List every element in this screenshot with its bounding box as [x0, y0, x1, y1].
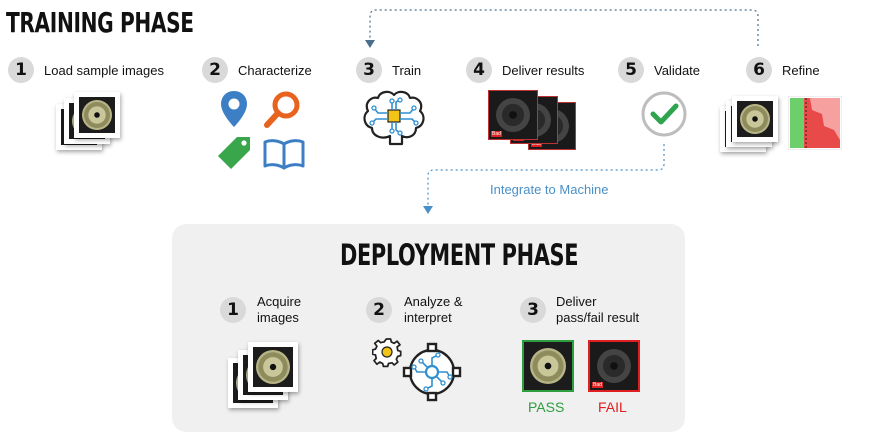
- tag-icon: [218, 137, 250, 169]
- pass-image: [522, 340, 574, 392]
- training-step-6-number: 6: [746, 57, 772, 83]
- result-images-icon: Bad Bad Bad: [488, 90, 578, 152]
- integrate-to-machine-label: Integrate to Machine: [490, 182, 609, 197]
- deployment-step-2-label-line2: interpret: [404, 310, 452, 325]
- training-step-3-number: 3: [356, 57, 382, 83]
- pass-label: PASS: [528, 399, 565, 415]
- location-pin-icon: [221, 91, 247, 127]
- refine-chart-icon: [788, 96, 842, 150]
- deployment-step-1-label-line2: images: [257, 310, 299, 325]
- deployment-step-3-label-line1: Deliver: [556, 294, 597, 309]
- training-step-3-label: Train: [392, 63, 422, 78]
- deployment-step-3-number: 3: [520, 297, 546, 323]
- deployment-step-1-label-line1: Acquire: [257, 294, 302, 309]
- training-step-2-label: Characterize: [238, 63, 312, 78]
- fail-image: Bad: [588, 340, 640, 392]
- training-step-5-number: 5: [618, 57, 644, 83]
- training-step-4-label: Deliver results: [502, 63, 585, 78]
- deployment-step-2-label-line1: Analyze &: [404, 294, 463, 309]
- training-step-2-number: 2: [202, 57, 228, 83]
- gears-circuit-icon: [372, 338, 462, 402]
- magnifier-icon: [264, 91, 300, 128]
- fail-label: FAIL: [598, 399, 627, 415]
- deployment-step-3-label-line2: pass/fail result: [556, 310, 640, 325]
- refine-loop-arrow: [365, 9, 759, 48]
- training-step-1-number: 1: [8, 57, 34, 83]
- training-phase-title: TRAINING PHASE: [6, 6, 194, 39]
- check-circle-icon: [641, 91, 687, 137]
- training-step-6-label: Refine: [782, 63, 820, 78]
- integrate-arrow: [423, 144, 665, 214]
- deployment-step-1-number: 1: [220, 297, 246, 323]
- deployment-phase-title: DEPLOYMENT PHASE: [340, 238, 579, 272]
- training-step-4-number: 4: [466, 57, 492, 83]
- deployment-step-2-number: 2: [366, 297, 392, 323]
- book-icon: [263, 139, 305, 170]
- brain-circuit-icon: [363, 90, 425, 146]
- training-step-5-label: Validate: [654, 63, 701, 78]
- training-step-1-label: Load sample images: [44, 63, 164, 78]
